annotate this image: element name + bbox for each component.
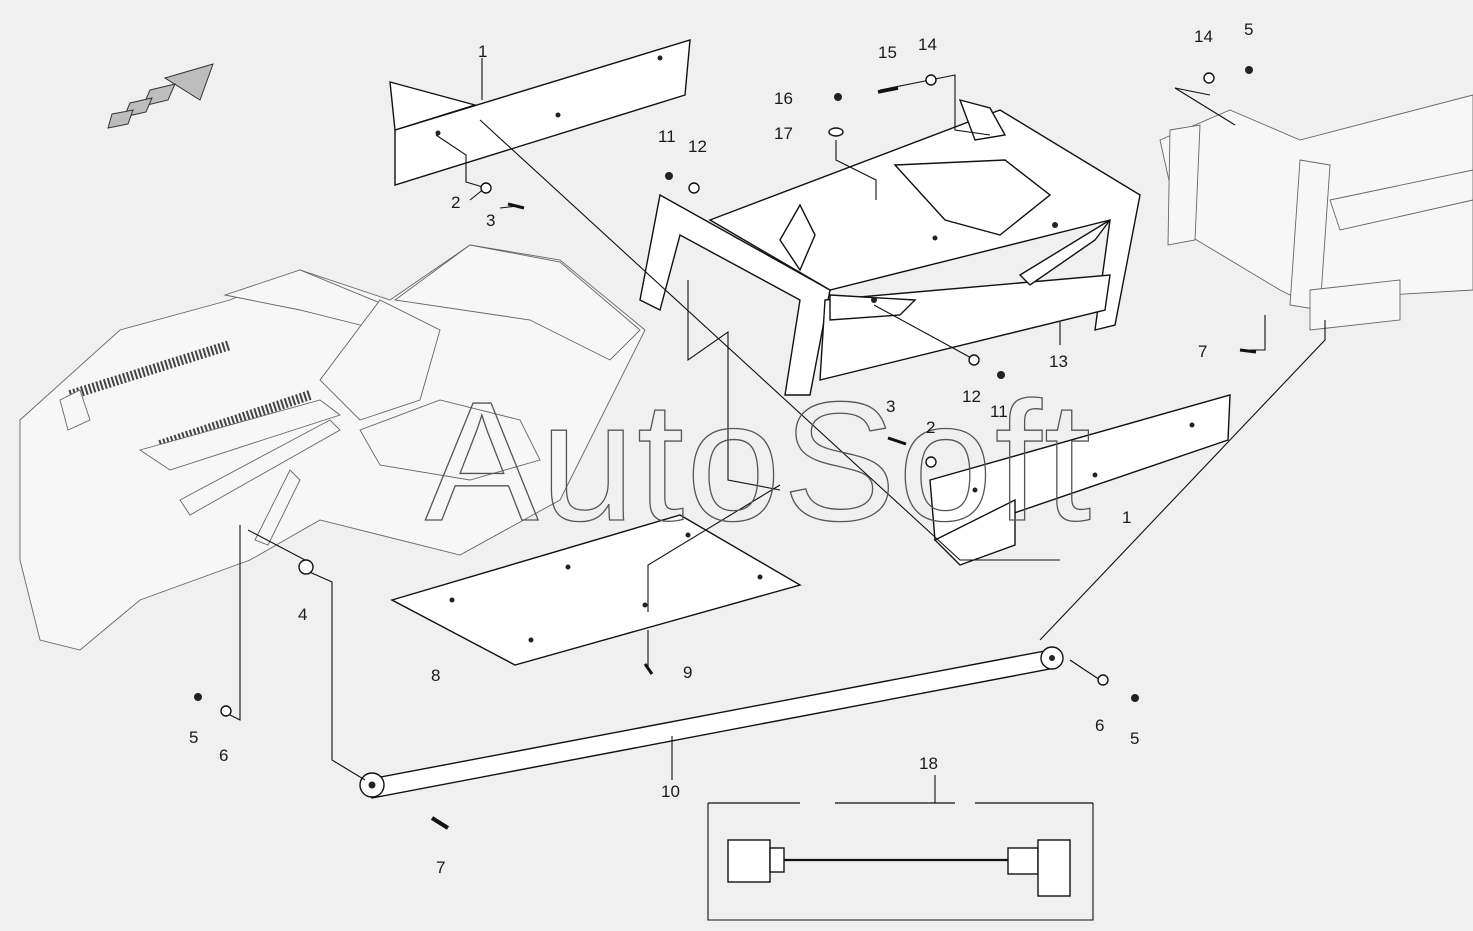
nut-icon [665,172,673,180]
washer-icon [925,74,937,86]
bolt-icon [507,202,525,210]
callout-4: 4 [298,605,307,624]
callout-18: 18 [919,754,938,773]
washer-icon [828,127,844,137]
callout-13: 13 [1049,352,1068,371]
chassis-outline-left [19,244,646,651]
bolt-icon [877,86,899,94]
washer-icon [220,705,232,717]
callout-3: 3 [486,211,495,230]
washer-icon [925,456,937,468]
bolt-icon [887,436,907,446]
bolt-icon [1239,348,1257,354]
callout-10: 10 [661,782,680,801]
deflector-strip-lower [929,394,1231,566]
direction-arrow-icon [107,63,214,129]
bolt-icon [430,816,450,830]
callout-5: 5 [1244,20,1253,39]
callout-9: 9 [683,663,692,682]
nut-icon [194,693,202,701]
callout-8: 8 [431,666,440,685]
washer-icon [480,182,492,194]
bolt-icon [643,663,654,675]
harness-connector-left-icon [727,839,785,883]
nut-icon [834,93,842,101]
nut-icon [1245,66,1253,74]
callout-11: 11 [990,402,1008,421]
callout-12: 12 [962,387,981,406]
callout-labels: 1 1 2 2 3 3 4 5 5 5 6 6 7 7 8 9 10 11 11… [189,20,1253,877]
washer-icon [688,182,700,194]
callout-7: 7 [436,858,445,877]
callout-6: 6 [219,746,228,765]
callout-5: 5 [189,728,198,747]
chassis-outline-right [1159,94,1473,331]
callout-1: 1 [478,42,487,61]
callout-11: 11 [658,127,676,146]
leader-lines [229,58,1326,781]
callout-16: 16 [774,89,793,108]
washer-icon [968,354,980,366]
harness-connector-right-icon [1007,839,1071,897]
callout-1: 1 [1122,508,1131,527]
callout-17: 17 [774,124,793,143]
washer-icon [298,559,314,575]
callout-12: 12 [688,137,707,156]
nut-icon [997,371,1005,379]
tie-rod [359,646,1064,799]
crossmember-frame [639,98,1141,396]
washer-icon [1203,72,1215,84]
watermark: AutoSoft [425,367,1093,557]
callout-5: 5 [1130,729,1139,748]
fasteners [194,66,1257,830]
cover-plate [390,514,802,666]
callout-2: 2 [451,193,460,212]
harness-inset [707,775,1094,921]
callout-15: 15 [878,43,897,62]
callout-14: 14 [1194,27,1213,46]
callout-14: 14 [918,35,937,54]
washer-icon [1097,674,1109,686]
nut-icon [1131,694,1139,702]
deflector-strip-upper [389,39,691,186]
callout-6: 6 [1095,716,1104,735]
callout-7: 7 [1198,342,1207,361]
callout-3: 3 [886,397,895,416]
callout-2: 2 [926,418,935,437]
